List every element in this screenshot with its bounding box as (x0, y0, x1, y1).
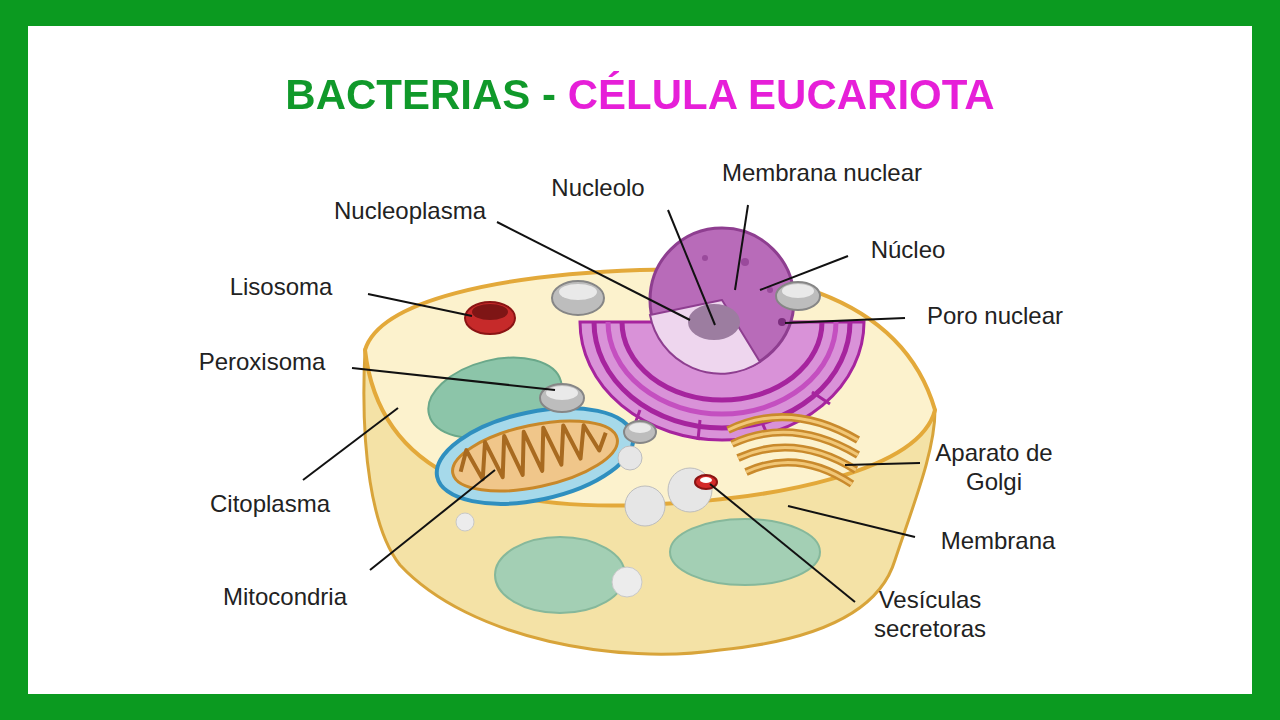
mitochondrion-part (455, 415, 610, 487)
part-label: Mitocondria (223, 582, 347, 611)
part-label: Poro nuclear (927, 301, 1063, 330)
leader-lines-part (497, 222, 690, 320)
part-label: Núcleo (871, 235, 946, 264)
mitochondrion (428, 392, 642, 520)
nucleus (650, 228, 794, 374)
leader-lines-part (368, 294, 472, 316)
part-label: Nucleolo (551, 173, 644, 202)
leader-lines-part (710, 484, 855, 602)
vesicles (540, 281, 820, 526)
leader-lines-part (760, 256, 848, 290)
leader-lines-part (668, 210, 715, 325)
leader-lines-part (785, 318, 905, 323)
part-label: Nucleoplasma (334, 196, 486, 225)
leader-lines-part (370, 470, 495, 570)
mitochondrion-part (428, 392, 642, 520)
golgi-apparatus (728, 417, 858, 484)
leader-lines (303, 205, 920, 602)
vesicles-part (776, 282, 820, 310)
mitochondrion-part (446, 408, 623, 504)
cell-body-part (495, 537, 625, 613)
part-label: Aparato de Golgi (924, 438, 1064, 496)
leader-lines-part (735, 205, 748, 290)
cell-body-part (456, 513, 474, 531)
golgi-apparatus-part (746, 462, 852, 484)
lysosome-part (472, 304, 508, 320)
cell-body-part (612, 567, 642, 597)
vesicles-part (559, 284, 597, 300)
golgi-apparatus-part (746, 462, 852, 484)
vesicles-part (624, 421, 656, 443)
nucleus-part (702, 255, 708, 261)
leader-lines-part (788, 506, 915, 537)
part-label: Membrana nuclear (722, 158, 922, 187)
lysosome-part (465, 302, 515, 334)
vesicles-part (629, 423, 651, 433)
nucleus-part (778, 318, 786, 326)
nucleus-part (650, 300, 760, 374)
part-label: Peroxisoma (199, 347, 326, 376)
part-label: Membrana (941, 526, 1056, 555)
cell-body-part (670, 519, 820, 585)
part-label: Lisosoma (230, 272, 333, 301)
vesicles-part (546, 386, 578, 400)
nucleus-part (741, 258, 749, 266)
frame-part (28, 26, 1252, 694)
part-label: Citoplasma (210, 489, 330, 518)
title: BACTERIAS - CÉLULA EUCARIOTA (285, 70, 994, 120)
part-label: Vesículas secretoras (855, 585, 1005, 643)
vesicles-part (625, 486, 665, 526)
vesicles-part (782, 284, 814, 298)
cell-body (364, 269, 935, 654)
vesicles-part (552, 281, 604, 315)
leader-lines-part (352, 368, 555, 390)
vesicles-part (618, 446, 642, 470)
vesicles-part (700, 477, 712, 483)
leader-lines-part (845, 463, 920, 465)
lysosome (465, 302, 515, 334)
leader-lines-part (303, 408, 398, 480)
